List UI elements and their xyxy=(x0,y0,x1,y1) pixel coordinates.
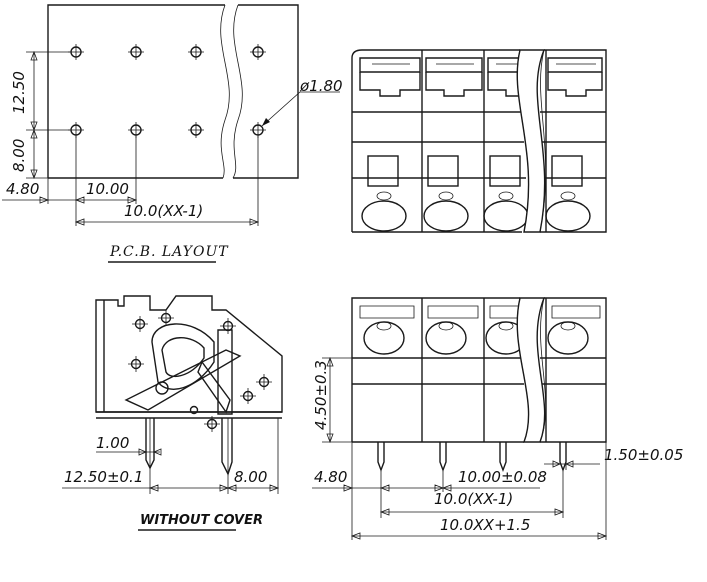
dim-1-00: 1.00 xyxy=(96,434,129,452)
dim-4-80-front: 4.80 xyxy=(314,468,347,486)
pcb-hole-row-bottom xyxy=(68,122,266,138)
top-view xyxy=(351,49,607,233)
dim-10-00: 10.00 xyxy=(86,180,129,198)
dim-hole-diameter: ø1.80 xyxy=(299,77,343,95)
pcb-layout-view: 12.50 8.00 4.80 10.00 10.0(XX-1) ø1.80 P… xyxy=(2,4,343,263)
dim-4-80: 4.80 xyxy=(6,180,39,198)
dim-10-0xx-plus: 10.0XX+1.5 xyxy=(440,516,530,534)
dim-8-00-vertical: 8.00 xyxy=(10,139,28,172)
wire-entry-holes-front xyxy=(363,321,589,355)
dim-10-00-tol: 10.00±0.08 xyxy=(458,468,547,486)
dim-10-0-xx-1: 10.0(XX-1) xyxy=(124,202,203,220)
dim-8-00-side: 8.00 xyxy=(234,468,267,486)
dim-12-50-vertical: 12.50 xyxy=(10,71,28,114)
side-view-holes xyxy=(128,310,272,432)
dim-4-50-tol: 4.50±0.3 xyxy=(312,360,330,430)
wire-entry-holes-top xyxy=(361,191,591,232)
front-pins xyxy=(377,442,567,472)
side-view: 1.00 12.50±0.1 8.00 WITHOUT COVER xyxy=(62,295,283,531)
pcb-layout-title: P.C.B. LAYOUT xyxy=(109,244,229,260)
without-cover-title: WITHOUT COVER xyxy=(140,513,263,528)
dim-10-0-xx-1-front: 10.0(XX-1) xyxy=(434,490,513,508)
dim-1-50-tol: 1.50±0.05 xyxy=(604,446,683,464)
pcb-hole-row-top xyxy=(68,44,266,60)
front-view: 4.50±0.3 4.80 10.00±0.08 1.50±0.05 10.0(… xyxy=(312,297,683,540)
dim-12-50-tol: 12.50±0.1 xyxy=(64,468,143,486)
